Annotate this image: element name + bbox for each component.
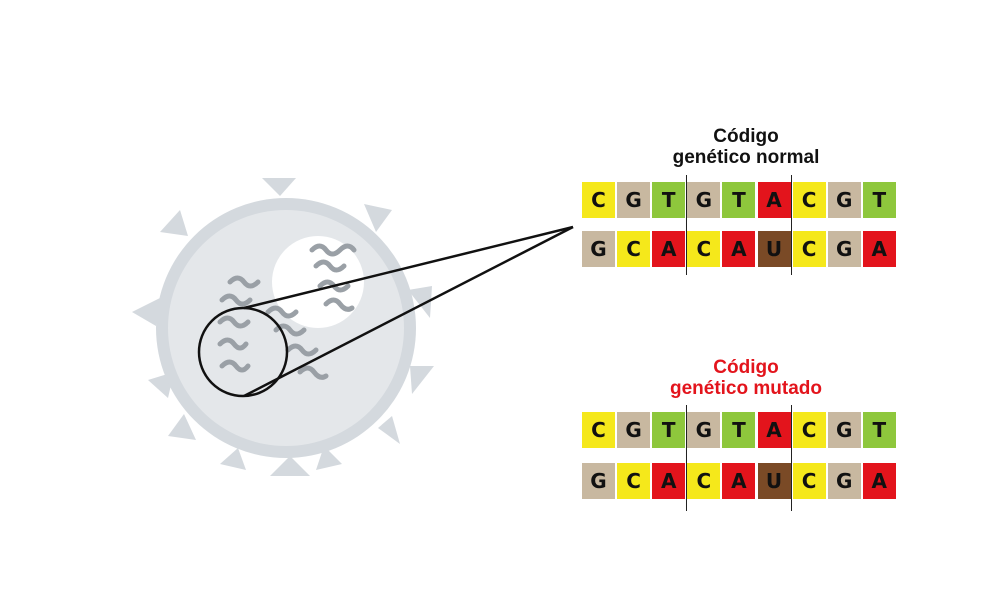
nucleotide-base: G — [617, 182, 651, 218]
nucleotide-base: A — [722, 463, 756, 499]
nucleotide-base: G — [582, 463, 615, 499]
nucleotide-base: T — [722, 412, 756, 448]
nucleotide-base: T — [722, 182, 756, 218]
nucleotide-base: C — [792, 182, 826, 218]
normal-codon-divider-2 — [791, 175, 792, 275]
nucleotide-base: T — [862, 412, 896, 448]
nucleotide-base: C — [617, 463, 651, 499]
nucleotide-base: G — [687, 182, 721, 218]
nucleotide-base: C — [582, 412, 615, 448]
nucleotide-base: G — [617, 412, 651, 448]
nucleotide-base: C — [582, 182, 615, 218]
nucleotide-base: T — [652, 412, 686, 448]
mutated-title-line1: Código — [713, 357, 779, 378]
nucleotide-base: A — [862, 231, 896, 267]
mutated-codon-divider-2 — [791, 405, 792, 511]
nucleotide-base: C — [792, 231, 826, 267]
normal-title-line2: genético normal — [672, 147, 820, 168]
nucleotide-base: C — [687, 463, 721, 499]
nucleotide-base: C — [792, 412, 826, 448]
nucleotide-base: U — [757, 463, 791, 499]
nucleotide-base: G — [687, 412, 721, 448]
nucleotide-base: C — [792, 463, 826, 499]
normal-code-title: Código genético normal — [626, 126, 866, 168]
nucleotide-base: G — [827, 182, 861, 218]
magnifier-circle — [197, 306, 289, 398]
nucleotide-base: G — [827, 231, 861, 267]
nucleotide-base: G — [582, 231, 615, 267]
mutated-code-title: Código genético mutado — [626, 357, 866, 399]
nucleotide-base: A — [722, 231, 756, 267]
mutated-title-line2: genético mutado — [669, 378, 822, 399]
nucleotide-base: G — [827, 463, 861, 499]
nucleotide-base: G — [827, 412, 861, 448]
nucleotide-base: A — [862, 463, 896, 499]
nucleotide-base: A — [757, 182, 791, 218]
nucleotide-base: C — [617, 231, 651, 267]
nucleotide-base: C — [687, 231, 721, 267]
normal-title-line1: Código — [713, 126, 779, 147]
nucleotide-base: A — [757, 412, 791, 448]
nucleotide-base: A — [652, 231, 686, 267]
magnifier-lines — [243, 225, 574, 398]
mutated-codon-divider-1 — [686, 405, 687, 511]
rna-strands — [217, 243, 357, 380]
nucleotide-base: T — [652, 182, 686, 218]
normal-codon-divider-1 — [686, 175, 687, 275]
nucleotide-base: T — [862, 182, 896, 218]
nucleotide-base: U — [757, 231, 791, 267]
nucleotide-base: A — [652, 463, 686, 499]
